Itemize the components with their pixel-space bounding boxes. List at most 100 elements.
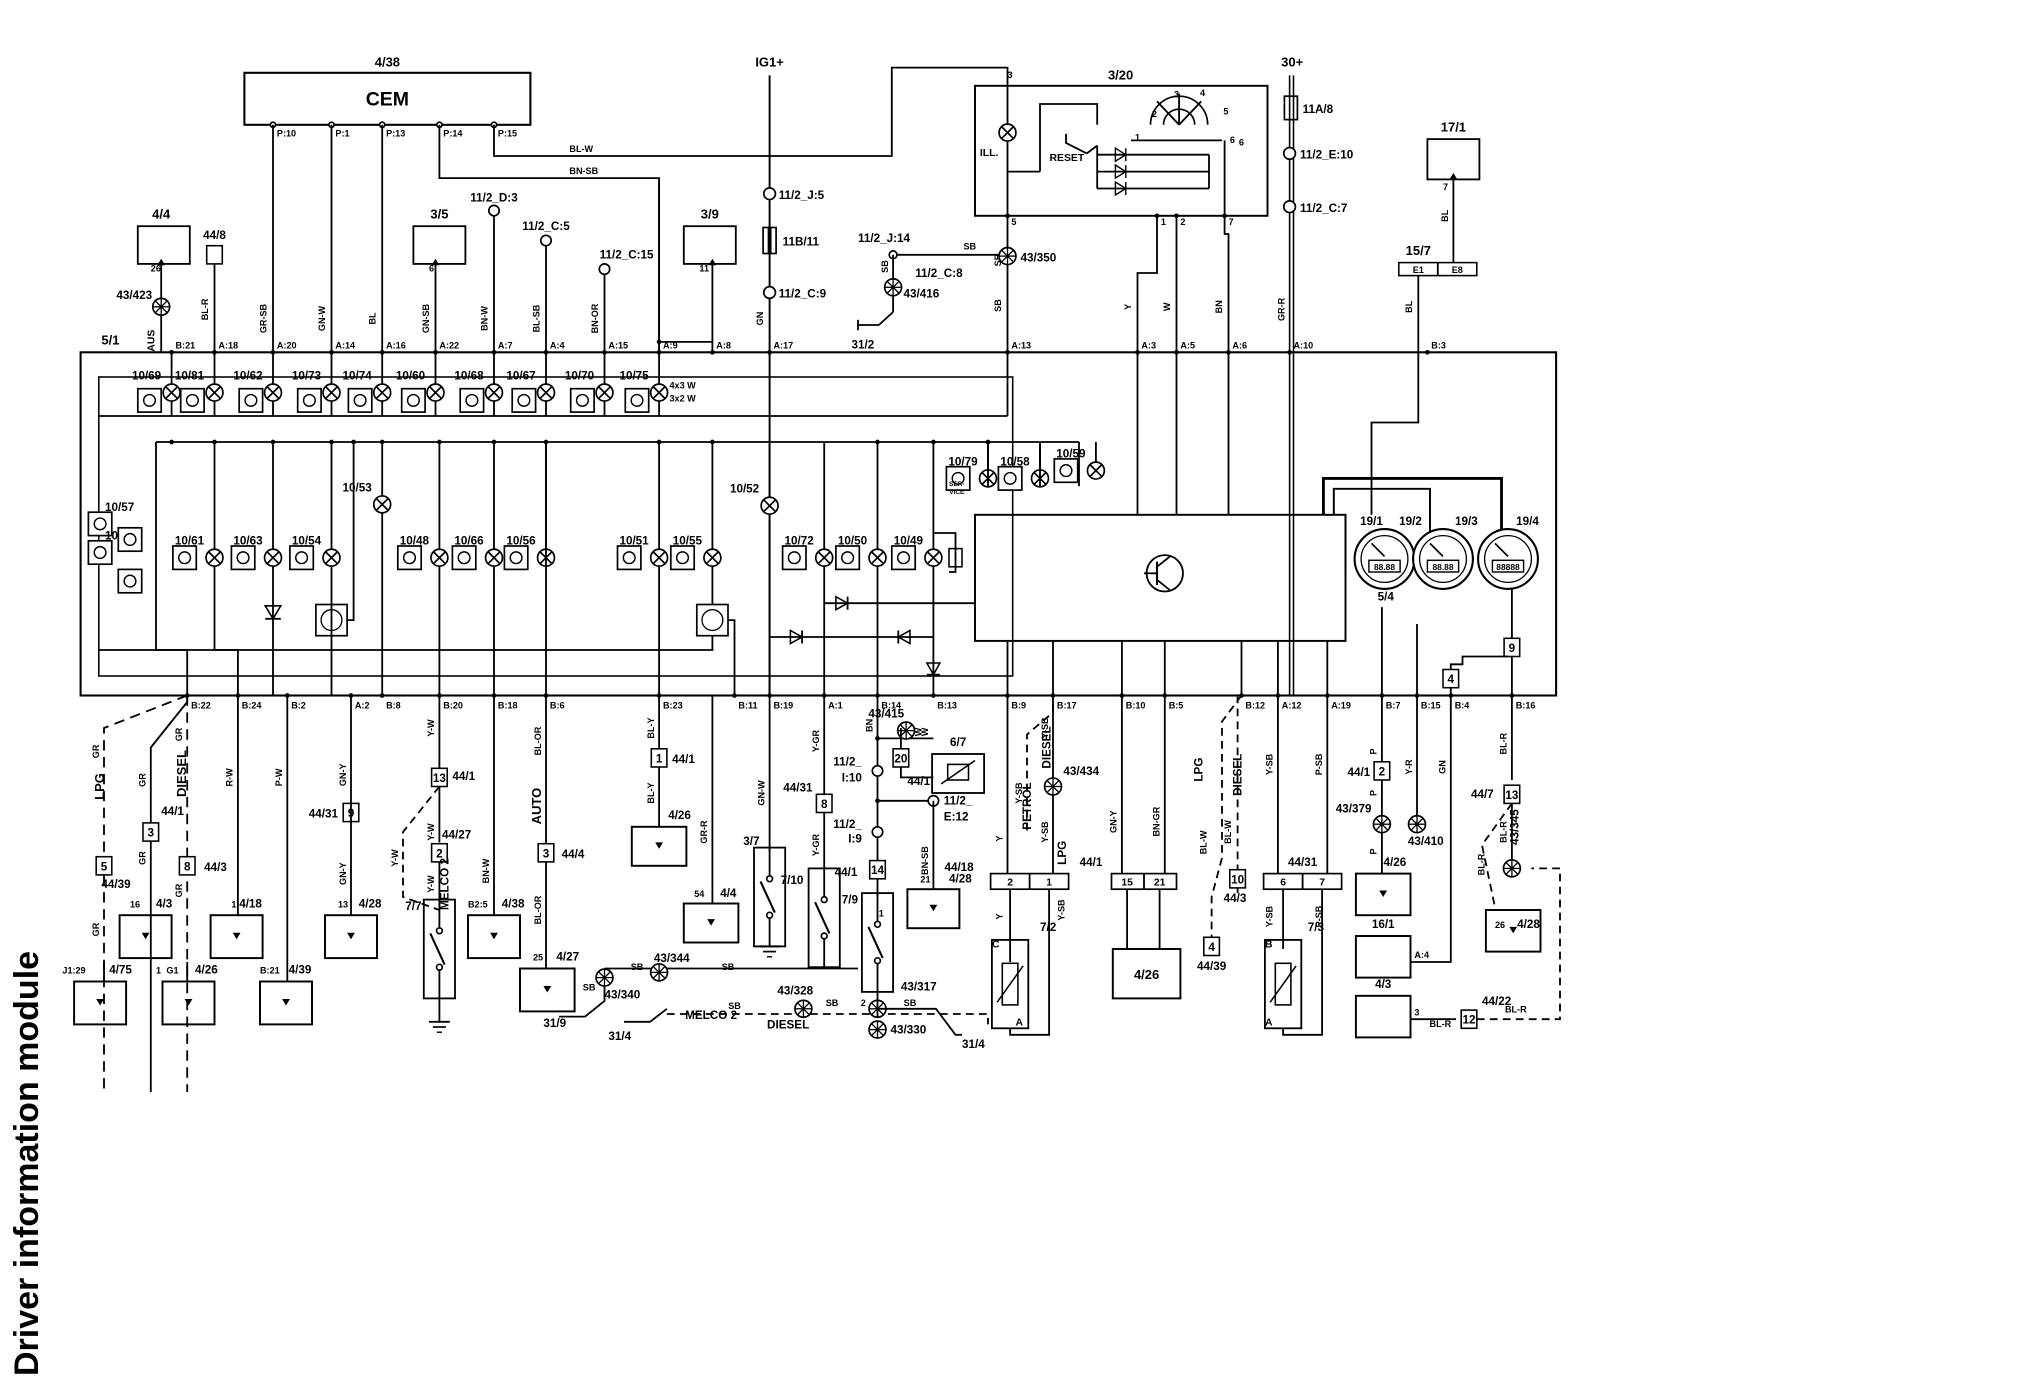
- cem-pin-label: P:14: [443, 129, 462, 139]
- label: 11: [699, 264, 709, 274]
- label: BL-W: [569, 144, 593, 154]
- wire: [1210, 857, 1223, 938]
- symbol-glyph: [517, 393, 531, 407]
- warning-symbol-icon: [669, 545, 696, 571]
- junction-dot: [169, 439, 174, 445]
- lamp-cross: [597, 386, 612, 400]
- wire-color: BN-GR: [1152, 806, 1162, 836]
- label: 44/8: [203, 229, 226, 242]
- wire: [558, 986, 606, 1018]
- sensor-6-7: [931, 753, 986, 794]
- label: ILL.: [980, 148, 999, 159]
- variable-arrow: [1269, 965, 1297, 1003]
- connector-pin-number: 12: [1462, 1014, 1476, 1027]
- symbol-glyph: [236, 551, 250, 565]
- label: 7/9: [842, 893, 859, 906]
- lamp-label: 10/54: [292, 535, 322, 548]
- switch-blade: [867, 926, 884, 959]
- label: 7/3: [1308, 921, 1325, 934]
- symbol-glyph: [123, 532, 137, 547]
- wire-color: Y: [994, 835, 1004, 841]
- warning-symbol-icon: [400, 387, 426, 413]
- gauge-digits: 88888: [1496, 562, 1520, 572]
- lamp-label: 10/57: [105, 501, 134, 514]
- wire: [347, 441, 355, 622]
- symbol-glyph: [123, 574, 137, 588]
- label: 43/340: [605, 988, 641, 1001]
- dim-pin-label: B:14: [881, 701, 901, 711]
- connector-ring: [487, 204, 501, 217]
- label: SB: [826, 998, 839, 1008]
- splice-mark: [1505, 862, 1519, 875]
- wire-color: BL-SB: [532, 304, 542, 332]
- warning-symbol-icon: [835, 545, 861, 571]
- label: 4/4: [152, 206, 171, 221]
- arrow-icon: [490, 932, 498, 940]
- label: 44/27: [442, 828, 471, 841]
- lamp-label: 10/62: [233, 370, 263, 383]
- label: 4/27: [556, 951, 579, 964]
- dim-pin-label: B:10: [1126, 701, 1146, 711]
- label: 43/345: [1508, 809, 1521, 845]
- dim-pin-label: B:13: [937, 701, 957, 711]
- label: 4/26: [195, 964, 218, 977]
- label: SB: [722, 962, 735, 972]
- label: 11/2_E:10: [1300, 149, 1354, 162]
- wire-color: BL-Y: [646, 717, 656, 738]
- connector-pin-number: 2: [1379, 765, 1386, 778]
- label: 4/26: [1384, 856, 1407, 869]
- module-4-4b: [682, 902, 740, 944]
- dim-pin-label: A:10: [1294, 340, 1314, 350]
- splice-mark: [652, 966, 666, 979]
- label: 3/9: [701, 206, 719, 221]
- wire-color: P: [1369, 790, 1379, 796]
- label: A: [1265, 1018, 1273, 1029]
- label: 44/1: [1347, 766, 1370, 779]
- warning-symbol-icon: [347, 387, 373, 413]
- wire: [1086, 144, 1098, 155]
- connector-pin-box: [142, 822, 160, 842]
- gauge-icon: [1418, 534, 1468, 584]
- lamp-cross: [705, 551, 719, 565]
- wire-color: GN-Y: [338, 763, 348, 786]
- module-4-38: [467, 914, 521, 960]
- label: 43/415: [868, 708, 904, 721]
- label: 26: [151, 264, 161, 274]
- symbol-glyph: [295, 551, 309, 565]
- module-3-5: [412, 225, 467, 265]
- warning-symbol-icon: [945, 465, 971, 491]
- connector-pin-box: [95, 855, 113, 876]
- wire: [1156, 555, 1171, 568]
- ig1-label: IG1+: [755, 54, 784, 69]
- connector-pin-number: 4: [1208, 941, 1215, 954]
- dim-pin-label: B:18: [498, 701, 518, 711]
- lamp-cross: [428, 386, 443, 400]
- wire: [1332, 487, 1431, 546]
- wire-color: Y-SB: [1265, 753, 1275, 775]
- wire-color: SB: [993, 299, 1003, 312]
- cem-pin-label: P:15: [498, 129, 517, 139]
- label: 43/328: [777, 984, 813, 997]
- dim-pin-label: B:4: [1455, 701, 1470, 711]
- label: 31/4: [962, 1038, 985, 1051]
- label: 4/3: [156, 897, 173, 910]
- dim-pin-label: A:4: [550, 340, 565, 350]
- label: 11/2_C:9: [779, 288, 827, 301]
- label: I:9: [848, 832, 862, 845]
- label: SB: [631, 962, 644, 972]
- label: 6: [1280, 877, 1286, 888]
- lamp-label: 10/56: [506, 535, 536, 548]
- connector-ring: [762, 285, 777, 300]
- wire: [1156, 579, 1171, 591]
- junction-dot: [1425, 349, 1430, 355]
- splice-mark: [1375, 818, 1389, 831]
- connector-pin-number: 5: [101, 860, 108, 873]
- wire: [1370, 352, 1420, 515]
- label: SER-: [949, 481, 965, 488]
- label: BL-R: [1505, 1005, 1527, 1015]
- wire: [1481, 802, 1513, 908]
- wire-color: AUS: [147, 330, 158, 352]
- module-3-9: [682, 225, 737, 265]
- connector-pin-number: 1: [656, 752, 663, 765]
- module-4-26b: [630, 825, 688, 867]
